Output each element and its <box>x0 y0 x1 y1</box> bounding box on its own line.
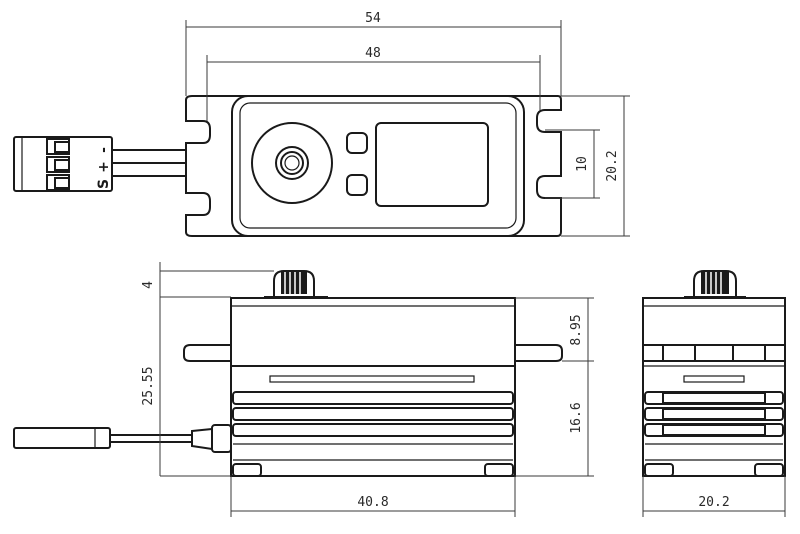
top-body-outline <box>231 95 525 237</box>
dim-20-2-end: 20.2 <box>642 476 786 517</box>
dim-54: 54 <box>185 11 562 96</box>
side-cooling-fins <box>232 391 514 461</box>
top-view: - + S 54 48 10 20.2 <box>13 11 630 237</box>
end-cooling-fins <box>644 391 784 461</box>
end-foot-left <box>644 463 674 477</box>
dim-4-text: 4 <box>141 281 156 289</box>
dim-25-55-text: 25.55 <box>141 366 156 405</box>
dim-25-55: 25.55 <box>141 297 231 477</box>
side-view: 4 25.55 8.95 16.6 40.8 <box>13 262 594 517</box>
small-square-upper <box>346 132 368 154</box>
dim-54-text: 54 <box>365 11 381 26</box>
small-square-lower <box>346 174 368 196</box>
dim-16-6: 16.6 <box>515 361 594 477</box>
end-view: 20.2 <box>642 270 786 517</box>
dim-20-2-top-text: 20.2 <box>605 150 620 181</box>
side-spline <box>264 270 328 298</box>
end-flange-band <box>642 344 786 362</box>
dim-40-8: 40.8 <box>230 476 516 517</box>
connector-plus-label: + <box>96 161 112 173</box>
dim-10: 10 <box>545 129 600 199</box>
dim-48-text: 48 <box>365 46 381 61</box>
dim-16-6-text: 16.6 <box>569 402 584 433</box>
side-upper-body <box>230 297 516 367</box>
dim-20-2-end-text: 20.2 <box>698 495 729 510</box>
dim-8-95-text: 8.95 <box>569 314 584 345</box>
side-flange-left <box>183 344 231 362</box>
side-foot-left <box>232 463 262 477</box>
display-window <box>375 122 489 207</box>
top-mounting-plate <box>185 95 562 237</box>
connector-signal-label: S <box>96 179 112 189</box>
side-foot-right <box>484 463 514 477</box>
end-foot-right <box>754 463 784 477</box>
side-flange-right <box>515 344 563 362</box>
side-lower-body <box>230 365 516 477</box>
dim-4: 4 <box>141 262 274 298</box>
output-shaft-ring <box>275 146 309 180</box>
dim-48: 48 <box>206 46 541 121</box>
connector-minus-label: - <box>96 147 112 153</box>
output-shaft-inner <box>280 151 304 175</box>
output-shaft-outer <box>251 122 333 204</box>
top-body-inner <box>239 102 517 229</box>
end-body <box>642 297 786 477</box>
dim-8-95: 8.95 <box>515 297 594 362</box>
servo-connector: - + S <box>13 136 113 192</box>
dim-10-text: 10 <box>575 156 590 172</box>
dim-20-2-top: 20.2 <box>561 95 630 237</box>
dim-40-8-text: 40.8 <box>357 495 388 510</box>
end-spline <box>684 270 746 298</box>
side-cable <box>13 424 232 453</box>
